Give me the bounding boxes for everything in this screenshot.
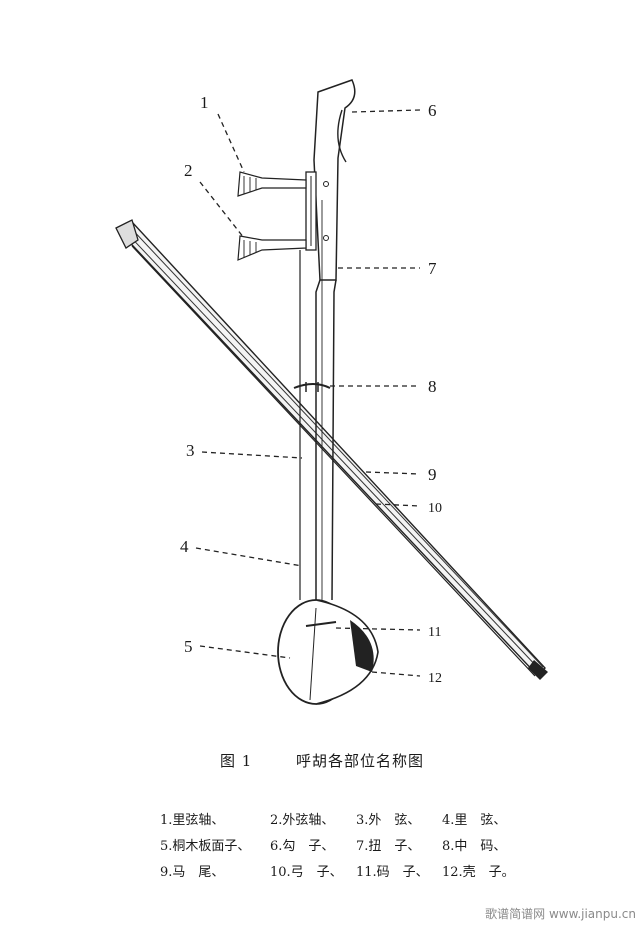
callout-2: 2 (184, 161, 193, 180)
callout-4: 4 (180, 537, 189, 556)
callout-10: 10 (428, 501, 442, 516)
legend-item: 2.外弦轴、 (270, 813, 335, 828)
legend-item: 5.桐木板面子、 (160, 839, 251, 854)
middle-bridge (293, 382, 331, 392)
figure-title: 呼胡各部位名称图 (296, 752, 425, 770)
callout-11: 11 (428, 625, 441, 640)
parts-legend: 1.里弦轴、 2.外弦轴、 3.外 弦、 4.里 弦、 5.桐木板面子、 6.勾… (160, 808, 528, 886)
legend-row: 9.马 尾、 10.弓 子、 11.码 子、 12.壳 子。 (160, 860, 528, 886)
legend-item: 7.扭 子、 (356, 839, 421, 854)
callout-6: 6 (428, 101, 437, 120)
outer-peg (237, 235, 307, 261)
legend-item: 11.码 子、 (356, 865, 429, 880)
callout-1: 1 (200, 93, 209, 112)
huhu-diagram: 1 2 6 7 8 3 9 10 4 11 5 12 (115, 79, 548, 705)
callout-3: 3 (186, 441, 195, 460)
legend-item: 8.中 码、 (442, 839, 507, 854)
inner-peg (237, 171, 307, 197)
callout-8: 8 (428, 377, 437, 396)
legend-item: 1.里弦轴、 (160, 813, 225, 828)
figure-number: 图 1 (219, 752, 253, 770)
legend-item: 12.壳 子。 (442, 865, 515, 880)
callout-7: 7 (428, 259, 437, 278)
callout-12: 12 (428, 671, 442, 686)
watermark: 歌谱简谱网 www.jianpu.cn (485, 907, 636, 921)
huhu-body (277, 599, 379, 705)
callout-9: 9 (428, 465, 437, 484)
legend-item: 10.弓 子、 (270, 865, 343, 880)
legend-item: 3.外 弦、 (356, 813, 421, 828)
legend-row: 1.里弦轴、 2.外弦轴、 3.外 弦、 4.里 弦、 (160, 808, 528, 834)
legend-item: 9.马 尾、 (160, 865, 225, 880)
huhu-neck (299, 79, 356, 610)
callout-5: 5 (184, 637, 193, 656)
figure-caption: 图 1 呼胡各部位名称图 (0, 750, 644, 771)
legend-item: 6.勾 子、 (270, 839, 335, 854)
legend-item: 4.里 弦、 (442, 813, 507, 828)
legend-row: 5.桐木板面子、 6.勾 子、 7.扭 子、 8.中 码、 (160, 834, 528, 860)
